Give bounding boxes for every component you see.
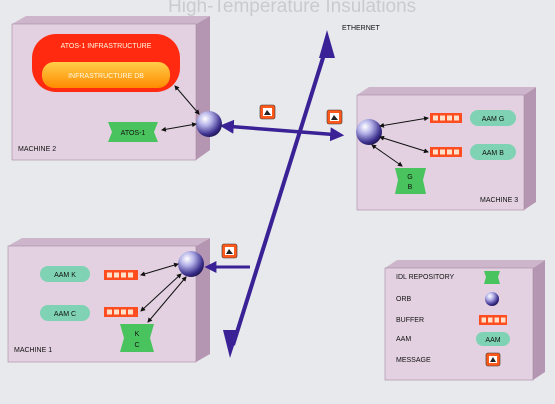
buffer-icon bbox=[479, 315, 507, 325]
legend-label-aam: AAM bbox=[396, 336, 411, 343]
atos-infrastructure: ATOS-1 INFRASTRUCTURE INFRASTRUCTURE DB bbox=[32, 34, 180, 92]
network-connectors bbox=[204, 119, 345, 273]
aam-g-label: AAM G bbox=[482, 116, 505, 123]
legend-aam-icon-text: AAM bbox=[485, 337, 500, 344]
atos-1-label: ATOS-1 bbox=[121, 130, 146, 137]
message-icon bbox=[259, 104, 276, 120]
machine-3-contents: AAM G AAM B G B bbox=[371, 110, 516, 194]
orb-machine-1 bbox=[178, 251, 204, 277]
infrastructure-db-label: INFRASTRUCTURE DB bbox=[68, 73, 144, 80]
legend-box bbox=[384, 260, 545, 381]
machine-1-contents: AAM K AAM C K C bbox=[40, 262, 187, 352]
atos-1-block: ATOS-1 bbox=[108, 122, 158, 142]
machine-2-links bbox=[161, 85, 200, 132]
aam-icon bbox=[476, 332, 510, 346]
message-icon bbox=[326, 109, 343, 125]
legend-label-buffer: BUFFER bbox=[396, 317, 424, 324]
orb-machine-3 bbox=[356, 119, 382, 145]
orb-machine-2 bbox=[196, 111, 222, 137]
buffer-icon bbox=[430, 147, 462, 157]
machine-1-box: MACHINE 1 bbox=[7, 238, 210, 363]
machine-1-label: MACHINE 1 bbox=[14, 347, 52, 354]
idl-repository-icon bbox=[120, 324, 154, 352]
header-text: High-Temperature Insulations bbox=[168, 0, 416, 17]
message-icon bbox=[221, 243, 238, 259]
message-icon bbox=[485, 352, 501, 367]
legend-label-message: MESSAGE bbox=[396, 357, 431, 364]
legend-label-idl: IDL REPOSITORY bbox=[396, 274, 455, 281]
machine-3-label: MACHINE 3 bbox=[480, 197, 518, 204]
aam-b-label: AAM B bbox=[482, 150, 504, 157]
aam-k-label: AAM K bbox=[54, 272, 76, 279]
aam-c-label: AAM C bbox=[54, 311, 76, 318]
infrastructure-label: ATOS-1 INFRASTRUCTURE bbox=[61, 43, 152, 50]
idl-letter-k: K bbox=[135, 331, 140, 338]
ethernet-line: ETHERNET bbox=[223, 25, 380, 358]
idl-letter-c: C bbox=[134, 342, 139, 349]
orb-icon bbox=[485, 292, 499, 306]
idl-repository-icon bbox=[484, 271, 500, 284]
machine-2-label: MACHINE 2 bbox=[18, 146, 56, 153]
idl-letter-g: G bbox=[407, 174, 412, 181]
buffer-icon bbox=[430, 113, 462, 123]
idl-letter-b: B bbox=[408, 184, 413, 191]
ethernet-label: ETHERNET bbox=[342, 25, 380, 32]
legend-label-orb: ORB bbox=[396, 296, 412, 303]
idl-repository-icon bbox=[395, 168, 426, 194]
legend-items: IDL REPOSITORY ORB BUFFER AAM AAM MESSAG… bbox=[396, 271, 510, 367]
